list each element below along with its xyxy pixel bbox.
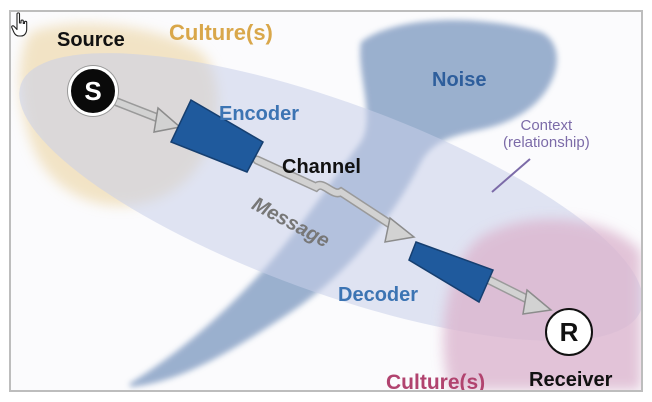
noise-label: Noise <box>432 69 487 91</box>
decoder-shape <box>408 241 495 304</box>
encoder-label: Encoder <box>219 103 300 125</box>
context-pointer-line <box>491 158 531 193</box>
context-label-line2: (relationship) <box>503 133 590 151</box>
diagram-graphics <box>19 20 641 390</box>
source-node: S <box>68 66 118 116</box>
receiver-node: R <box>545 308 593 356</box>
source-label: Source <box>57 29 125 51</box>
channel-label: Channel <box>282 156 361 178</box>
context-label: Context (relationship) <box>503 117 590 152</box>
arrow-source-to-encoder <box>112 97 182 133</box>
source-glyph-letter: S <box>84 75 102 106</box>
culture-label-source: Culture(s) <box>169 20 273 45</box>
encoder-shape <box>169 98 265 173</box>
arrow-decoder-to-receiver <box>484 275 553 315</box>
receiver-glyph-letter: R <box>559 316 579 347</box>
hand-pointer-icon <box>11 12 28 37</box>
diagram-frame: Culture(s) Source S Encoder Noise Contex… <box>9 10 643 392</box>
context-label-line1: Context <box>520 117 573 134</box>
culture-label-receiver: Culture(s) <box>386 371 486 392</box>
decoder-label: Decoder <box>338 284 419 306</box>
arrow-channel <box>252 155 416 243</box>
receiver-label: Receiver <box>529 369 613 391</box>
